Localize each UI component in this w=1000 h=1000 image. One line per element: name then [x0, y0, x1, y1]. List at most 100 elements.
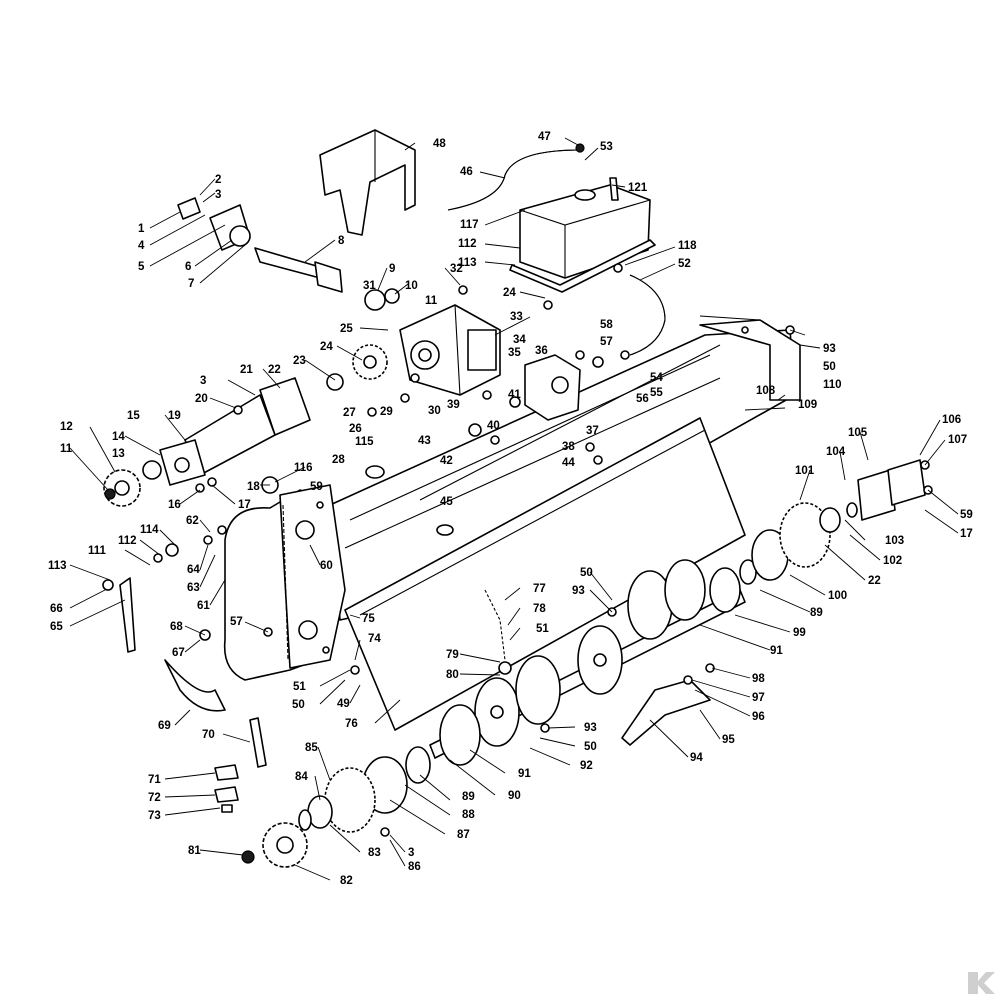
depth-chain-77 [484, 589, 512, 675]
callout-111: 111 [88, 545, 107, 557]
callout-66: 66 [50, 603, 63, 615]
callout-75: 75 [362, 613, 375, 625]
callout-47: 47 [538, 131, 551, 143]
rotor-housing [329, 329, 796, 621]
callout-93: 93 [823, 343, 836, 355]
callout-22: 22 [268, 364, 281, 376]
callout-21: 21 [240, 364, 253, 376]
callout-78: 78 [533, 603, 546, 615]
gear-sprocket-24 [326, 288, 400, 391]
callout-93-rotor: 93 [572, 585, 585, 597]
callout-23: 23 [293, 355, 306, 367]
callout-3-shaft: 3 [200, 375, 206, 387]
callout-97: 97 [752, 692, 765, 704]
callout-29: 29 [380, 406, 393, 418]
callout-81: 81 [188, 845, 201, 857]
callout-85: 85 [305, 742, 318, 754]
callout-117: 117 [460, 219, 479, 231]
callout-38: 38 [562, 441, 575, 453]
callout-64: 64 [187, 564, 200, 576]
callout-48: 48 [433, 138, 446, 150]
callout-98: 98 [752, 673, 765, 685]
callout-77: 77 [533, 583, 546, 595]
callout-41: 41 [508, 389, 521, 401]
callout-118: 118 [678, 240, 697, 252]
chain-case [223, 484, 346, 681]
corner-logo-icon [968, 972, 995, 994]
callout-40: 40 [487, 420, 500, 432]
callout-105: 105 [848, 427, 868, 439]
callout-19: 19 [168, 410, 181, 422]
callout-109: 109 [798, 399, 817, 411]
callout-57-chaincase: 57 [230, 616, 243, 628]
callout-94: 94 [690, 752, 703, 764]
callout-62: 62 [186, 515, 199, 527]
callout-33: 33 [510, 311, 523, 323]
callout-45: 45 [440, 496, 453, 508]
callout-107: 107 [948, 434, 967, 446]
callout-92: 92 [580, 760, 593, 772]
rear-shield-plate [344, 344, 746, 731]
callout-112: 112 [458, 238, 477, 250]
callout-42: 42 [440, 455, 453, 467]
callout-13: 13 [112, 448, 125, 460]
callout-113-left: 113 [48, 560, 67, 572]
callout-88: 88 [462, 809, 475, 821]
hose-52 [629, 274, 666, 356]
callout-9: 9 [389, 263, 395, 275]
callout-89: 89 [810, 607, 823, 619]
callout-87: 87 [457, 829, 470, 841]
callout-79: 79 [446, 649, 459, 661]
callout-20: 20 [195, 393, 208, 405]
callout-16: 16 [168, 499, 181, 511]
callout-110: 110 [823, 379, 842, 391]
callout-50-rotor: 50 [580, 567, 593, 579]
callout-108: 108 [756, 385, 776, 397]
callout-112-left: 112 [118, 535, 137, 547]
callout-86: 86 [408, 861, 421, 873]
callout-61: 61 [197, 600, 210, 612]
callout-103: 103 [885, 535, 904, 547]
callout-17: 17 [238, 499, 251, 511]
callout-32: 32 [450, 263, 463, 275]
callout-115: 115 [355, 436, 374, 448]
callout-18: 18 [247, 481, 260, 493]
callout-60: 60 [320, 560, 333, 572]
callout-90: 90 [508, 790, 521, 802]
callout-54: 54 [650, 372, 663, 384]
callout-59: 59 [310, 481, 323, 493]
callout-70: 70 [202, 729, 215, 741]
callout-50-lower: 50 [584, 741, 597, 753]
callout-91: 91 [770, 645, 783, 657]
callout-82: 82 [340, 875, 353, 887]
callout-65: 65 [50, 621, 63, 633]
callout-24-oiltank: 24 [503, 287, 516, 299]
callout-labels: 1 2 3 4 5 6 7 8 9 10 11 31 32 25 24 24 2… [48, 131, 973, 887]
callout-74: 74 [368, 633, 381, 645]
callout-35: 35 [508, 347, 521, 359]
callout-10: 10 [405, 280, 418, 292]
callout-36: 36 [535, 345, 548, 357]
rotor-shaft [429, 559, 746, 766]
input-shaft [177, 197, 343, 293]
callout-59-right: 59 [960, 509, 973, 521]
callout-72: 72 [148, 792, 161, 804]
callout-67: 67 [172, 647, 185, 659]
callout-1: 1 [138, 223, 145, 235]
callout-50: 50 [823, 361, 836, 373]
callout-3-lower: 3 [408, 847, 414, 859]
callout-101: 101 [795, 465, 815, 477]
callout-83: 83 [368, 847, 381, 859]
callout-44: 44 [562, 457, 575, 469]
callout-37: 37 [586, 425, 599, 437]
callout-7: 7 [188, 278, 194, 290]
leader-lines [69, 137, 959, 881]
callout-24: 24 [320, 341, 333, 353]
callout-89-lower: 89 [462, 791, 475, 803]
callout-68: 68 [170, 621, 183, 633]
sprocket-12 [103, 469, 141, 507]
callout-12: 12 [60, 421, 73, 433]
callout-76: 76 [345, 718, 358, 730]
callout-5: 5 [138, 261, 145, 273]
